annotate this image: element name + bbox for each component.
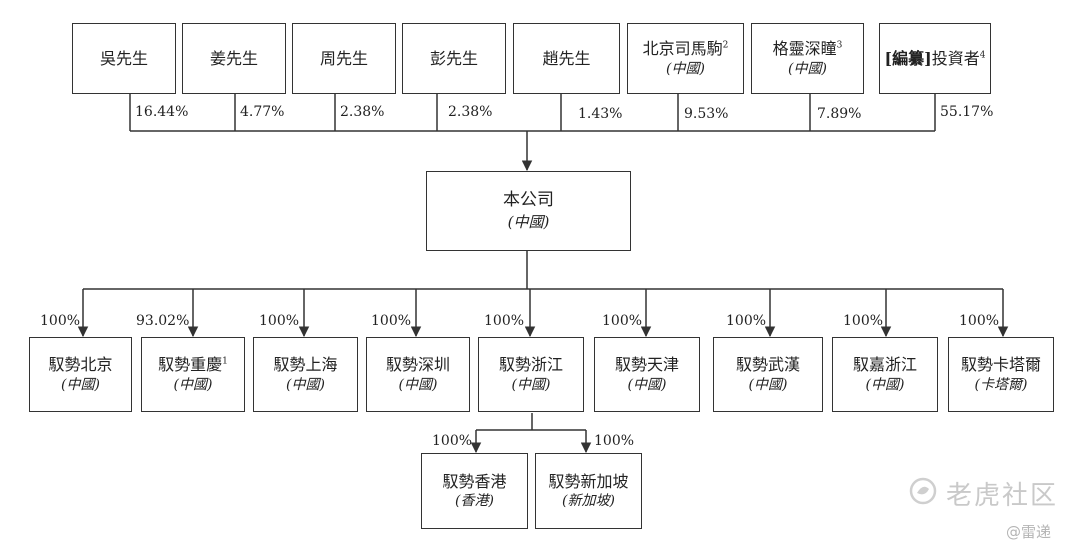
subsidiary-name: 馭勢深圳	[385, 355, 450, 375]
shareholder-box-zhao: 趙先生	[513, 23, 620, 94]
shareholding-pct: 1.43%	[578, 106, 623, 122]
subsidiary-box-tianjin: 馭勢天津 (中國)	[594, 337, 700, 412]
shareholder-box-zhou: 周先生	[292, 23, 396, 94]
shareholder-name: 趙先生	[542, 48, 591, 68]
subsidiary-box-zhejiang: 馭勢浙江 (中國)	[478, 337, 584, 412]
watermark-credit: @雷递	[1006, 523, 1052, 541]
subsidiary-box-chongqing: 馭勢重慶1 (中國)	[141, 337, 245, 412]
subsidiary-country: (中國)	[865, 376, 905, 393]
shareholding-pct: 4.77%	[240, 104, 285, 120]
subsidiary-pct: 93.02%	[136, 313, 190, 329]
subsidiary-pct: 100%	[843, 313, 884, 329]
subsidiary-pct: 100%	[259, 313, 300, 329]
subsidiary-pct: 100%	[371, 313, 412, 329]
shareholding-pct: 16.44%	[135, 104, 189, 120]
footnote-marker: 3	[836, 40, 843, 51]
shareholder-name: 格靈深瞳3	[772, 39, 843, 59]
shareholder-name: 周先生	[319, 48, 368, 68]
subsidiary-name: 馭嘉浙江	[852, 355, 917, 375]
subsidiary-country: (中國)	[748, 376, 788, 393]
company-country: (中國)	[507, 213, 550, 232]
shareholder-name: [編纂]投資者4	[884, 48, 986, 68]
subsidiary-box-yujia-zhejiang: 馭嘉浙江 (中國)	[832, 337, 938, 412]
subsidiary-box-beijing: 馭勢北京 (中國)	[29, 337, 132, 412]
shareholding-pct: 2.38%	[448, 104, 493, 120]
sub-subsidiary-pct: 100%	[594, 433, 635, 449]
subsidiary-country: (中國)	[398, 376, 438, 393]
subsidiary-country: (中國)	[511, 376, 551, 393]
watermark-logo-icon	[909, 477, 937, 505]
subsidiary-box-shenzhen: 馭勢深圳 (中國)	[366, 337, 470, 412]
shareholder-box-investors: [編纂]投資者4	[879, 23, 991, 94]
shareholder-country: (中國)	[788, 60, 827, 77]
subsidiary-country: (中國)	[173, 376, 213, 393]
shareholder-name: 北京司馬駒2	[642, 39, 729, 59]
shareholding-pct: 55.17%	[940, 104, 994, 120]
subsidiary-pct: 100%	[40, 313, 81, 329]
subsidiary-name: 馭勢重慶1	[158, 355, 228, 375]
subsidiary-box-wuhan: 馭勢武漢 (中國)	[713, 337, 823, 412]
subsidiary-country: (中國)	[61, 376, 100, 393]
shareholding-pct: 2.38%	[340, 104, 385, 120]
shareholder-box-peng: 彭先生	[402, 23, 506, 94]
subsidiary-name: 馭勢浙江	[498, 355, 563, 375]
company-box: 本公司 (中國)	[426, 171, 631, 251]
subsidiary-country: (中國)	[627, 376, 667, 393]
subsidiary-pct: 100%	[602, 313, 643, 329]
watermark-text: 老虎社区	[946, 481, 1059, 511]
sub-subsidiary-name: 馭勢香港	[442, 471, 507, 491]
subsidiary-pct: 100%	[484, 313, 525, 329]
subsidiary-country: (卡塔爾)	[974, 376, 1028, 393]
shareholder-box-jiang: 姜先生	[182, 23, 286, 94]
footnote-marker: 1	[222, 356, 228, 367]
company-name: 本公司	[503, 190, 554, 211]
shareholder-box-wu: 吳先生	[72, 23, 176, 94]
subsidiary-pct: 100%	[959, 313, 1000, 329]
subsidiary-box-qatar: 馭勢卡塔爾 (卡塔爾)	[948, 337, 1054, 412]
shareholder-name: 彭先生	[429, 48, 478, 68]
sub-subsidiary-name: 馭勢新加坡	[548, 471, 629, 491]
sub-subsidiary-box-singapore: 馭勢新加坡 (新加坡)	[535, 453, 642, 529]
footnote-marker: 2	[722, 40, 729, 51]
subsidiary-pct: 100%	[726, 313, 767, 329]
subsidiary-name: 馭勢卡塔爾	[960, 355, 1041, 375]
shareholding-pct: 7.89%	[817, 106, 862, 122]
shareholder-box-beijing-simaju: 北京司馬駒2 (中國)	[627, 23, 744, 94]
sub-subsidiary-box-hongkong: 馭勢香港 (香港)	[421, 453, 528, 529]
sub-subsidiary-country: (香港)	[455, 493, 494, 510]
subsidiary-name: 馭勢北京	[48, 355, 113, 375]
subsidiary-box-shanghai: 馭勢上海 (中國)	[253, 337, 358, 412]
shareholder-box-gelingshentong: 格靈深瞳3 (中國)	[751, 23, 864, 94]
shareholding-pct: 9.53%	[684, 106, 729, 122]
subsidiary-name: 馭勢武漢	[735, 355, 800, 375]
subsidiary-name: 馭勢上海	[273, 355, 338, 375]
shareholder-country: (中國)	[666, 60, 705, 77]
subsidiary-country: (中國)	[286, 376, 325, 393]
sub-subsidiary-country: (新加坡)	[562, 493, 615, 510]
shareholder-name: 姜先生	[209, 48, 258, 68]
footnote-marker: 4	[979, 50, 986, 61]
subsidiary-name: 馭勢天津	[614, 355, 679, 375]
shareholder-name: 吳先生	[99, 48, 148, 68]
sub-subsidiary-pct: 100%	[432, 433, 473, 449]
